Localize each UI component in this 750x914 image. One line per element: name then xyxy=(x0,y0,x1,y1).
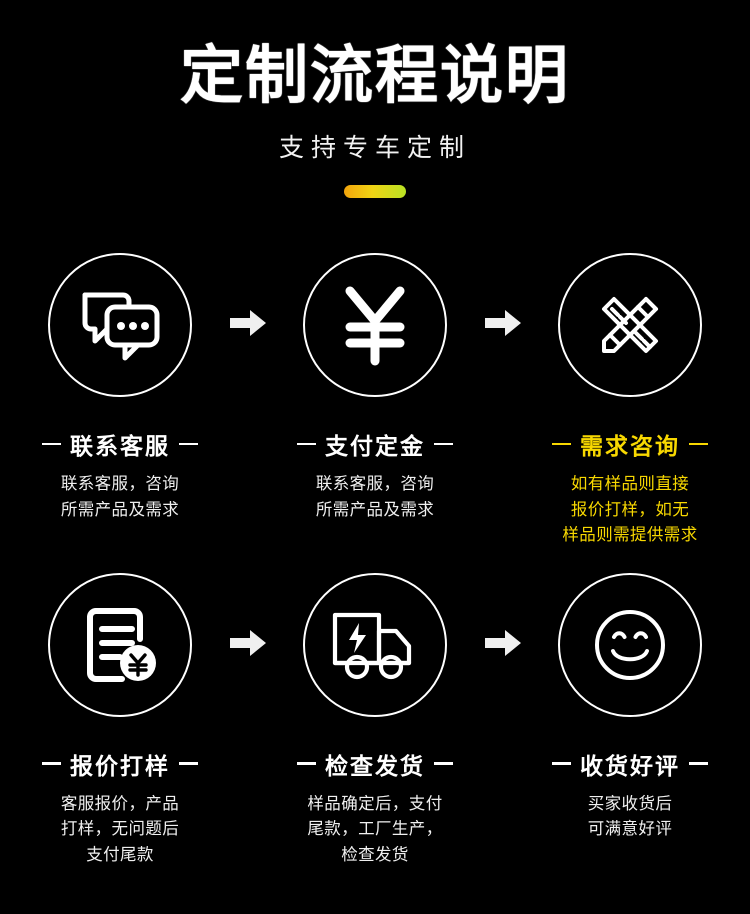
process-step-inspect-ship[interactable]: 检查发货 样品确定后，支付 尾款，工厂生产， 检查发货 xyxy=(268,572,483,869)
step-icon-circle xyxy=(48,253,192,398)
step-icon-circle xyxy=(558,572,702,717)
flow-arrow xyxy=(228,310,268,337)
step-title: 需求咨询 xyxy=(552,427,708,461)
arrow-right-icon xyxy=(484,310,521,337)
title-dash-right xyxy=(689,442,708,446)
accent-divider-pill xyxy=(344,185,406,199)
chat-bubbles-icon xyxy=(77,287,163,363)
yen-currency-icon xyxy=(338,283,412,367)
step-title: 支付定金 xyxy=(297,427,453,461)
process-flow-row-1: 联系客服 联系客服，咨询 所需产品及需求 xyxy=(0,253,750,549)
step-description: 如有样品则直接 报价打样，如无 样品则需提供需求 xyxy=(562,475,698,545)
process-flow-row-2: 报价打样 客服报价，产品 打样，无问题后 支付尾款 xyxy=(0,572,750,869)
delivery-truck-icon xyxy=(329,607,421,683)
title-dash-right xyxy=(689,762,708,765)
process-step-requirement-consult[interactable]: 需求咨询 如有样品则直接 报价打样，如无 样品则需提供需求 xyxy=(523,253,738,549)
step-description: 买家收货后 可满意好评 xyxy=(587,794,673,839)
step-title: 联系客服 xyxy=(42,427,198,461)
poster-header: 定制流程说明 支持专车定制 xyxy=(0,0,750,199)
step-description: 联系客服，咨询 所需产品及需求 xyxy=(60,475,180,519)
smiley-face-icon xyxy=(586,601,674,689)
step-description: 联系客服，咨询 所需产品及需求 xyxy=(315,475,435,519)
step-title-text: 联系客服 xyxy=(70,433,170,460)
flow-arrow xyxy=(483,629,523,656)
invoice-yen-icon xyxy=(78,603,162,687)
title-dash-right xyxy=(179,762,198,765)
arrow-right-icon xyxy=(229,629,266,656)
arrow-right-icon xyxy=(229,310,266,337)
process-step-quote-sample[interactable]: 报价打样 客服报价，产品 打样，无问题后 支付尾款 xyxy=(13,572,228,869)
step-title-text: 支付定金 xyxy=(325,433,425,460)
process-flow: 联系客服 联系客服，咨询 所需产品及需求 xyxy=(0,253,750,868)
page-title: 定制流程说明 xyxy=(180,41,570,111)
step-title-text: 报价打样 xyxy=(70,752,170,779)
title-dash-left xyxy=(42,442,61,446)
title-dash-left xyxy=(552,762,571,765)
pencil-ruler-icon xyxy=(588,283,672,367)
step-title: 收货好评 xyxy=(552,747,708,781)
step-title-text: 收货好评 xyxy=(580,752,680,779)
flow-arrow xyxy=(228,629,268,656)
step-title-text: 检查发货 xyxy=(325,752,425,779)
step-icon-circle xyxy=(558,253,702,398)
title-dash-right xyxy=(434,442,453,446)
step-description: 样品确定后，支付 尾款，工厂生产， 检查发货 xyxy=(307,794,443,864)
step-title: 检查发货 xyxy=(297,747,453,781)
title-dash-left xyxy=(42,762,61,765)
title-dash-left xyxy=(297,762,316,765)
arrow-right-icon xyxy=(484,629,521,656)
title-dash-left xyxy=(297,442,316,446)
flow-arrow xyxy=(483,310,523,337)
title-dash-left xyxy=(552,442,571,446)
process-step-pay-deposit[interactable]: 支付定金 联系客服，咨询 所需产品及需求 xyxy=(268,253,483,523)
step-icon-circle xyxy=(303,253,447,398)
page-subtitle: 支持专车定制 xyxy=(278,134,471,163)
step-title: 报价打样 xyxy=(42,747,198,781)
title-dash-right xyxy=(179,442,198,446)
step-icon-circle xyxy=(48,572,192,717)
step-icon-circle xyxy=(303,572,447,717)
process-step-receive-review[interactable]: 收货好评 买家收货后 可满意好评 xyxy=(523,572,738,843)
step-description: 客服报价，产品 打样，无问题后 支付尾款 xyxy=(60,794,180,864)
process-step-contact-service[interactable]: 联系客服 联系客服，咨询 所需产品及需求 xyxy=(13,253,228,523)
title-dash-right xyxy=(434,762,453,765)
step-title-text: 需求咨询 xyxy=(580,433,680,460)
